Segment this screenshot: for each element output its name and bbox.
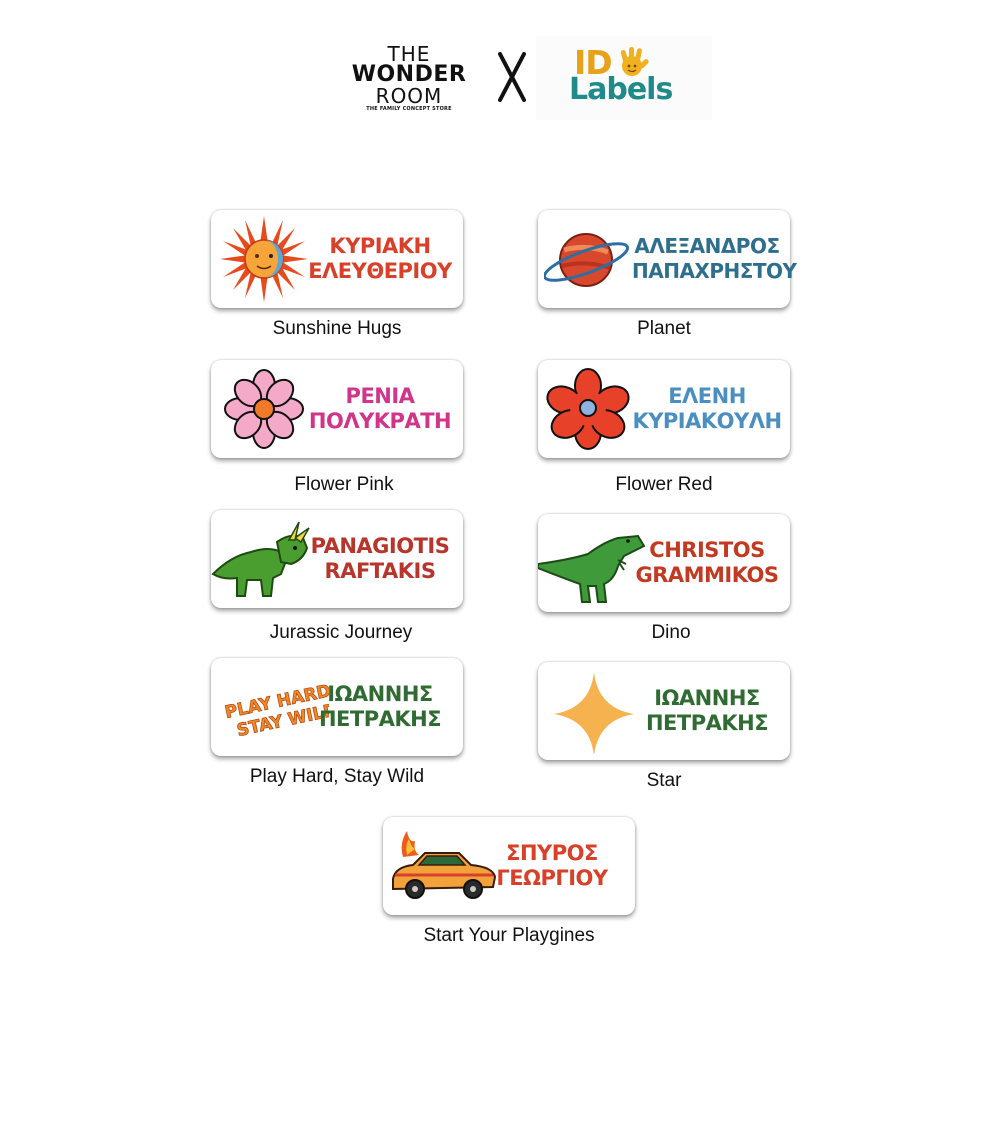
hand-icon <box>620 47 649 76</box>
id-labels-id-text: ID <box>574 43 613 82</box>
star-icon <box>544 668 638 756</box>
wonder-room-line2: WONDER <box>351 62 467 87</box>
id-labels-labels-text: Labels <box>569 72 673 107</box>
label-caption: Start Your Playgines <box>423 925 595 946</box>
label-caption: Star <box>646 770 682 791</box>
red-flower-icon <box>544 366 638 452</box>
wonder-room-line3: ROOM <box>375 84 443 108</box>
wonder-room-tagline: THE FAMILY CONCEPT STORE <box>366 106 452 112</box>
play-hard-text-icon: PLAY HARD, STAY WILD <box>219 664 340 750</box>
label-caption: Dino <box>651 622 691 643</box>
sun-moon-icon <box>217 216 311 302</box>
wonder-room-logo: THE WONDER ROOM THE FAMILY CONCEPT STORE <box>348 44 470 114</box>
pink-flower-icon <box>217 366 311 452</box>
label-caption: Planet <box>637 318 691 339</box>
label-caption: Sunshine Hugs <box>272 318 402 339</box>
triceratops-icon <box>211 516 310 602</box>
flaming-car-icon <box>389 823 499 909</box>
collab-x-mark <box>490 50 534 104</box>
planet-icon <box>542 216 638 302</box>
wonder-room-line1: THE <box>387 42 431 66</box>
t-rex-icon <box>537 520 648 606</box>
id-labels-logo: ID Labels <box>536 36 712 120</box>
label-caption: Flower Pink <box>294 474 394 495</box>
label-caption: Jurassic Journey <box>269 622 413 643</box>
label-caption: Play Hard, Stay Wild <box>249 766 425 787</box>
label-caption: Flower Red <box>615 474 713 495</box>
